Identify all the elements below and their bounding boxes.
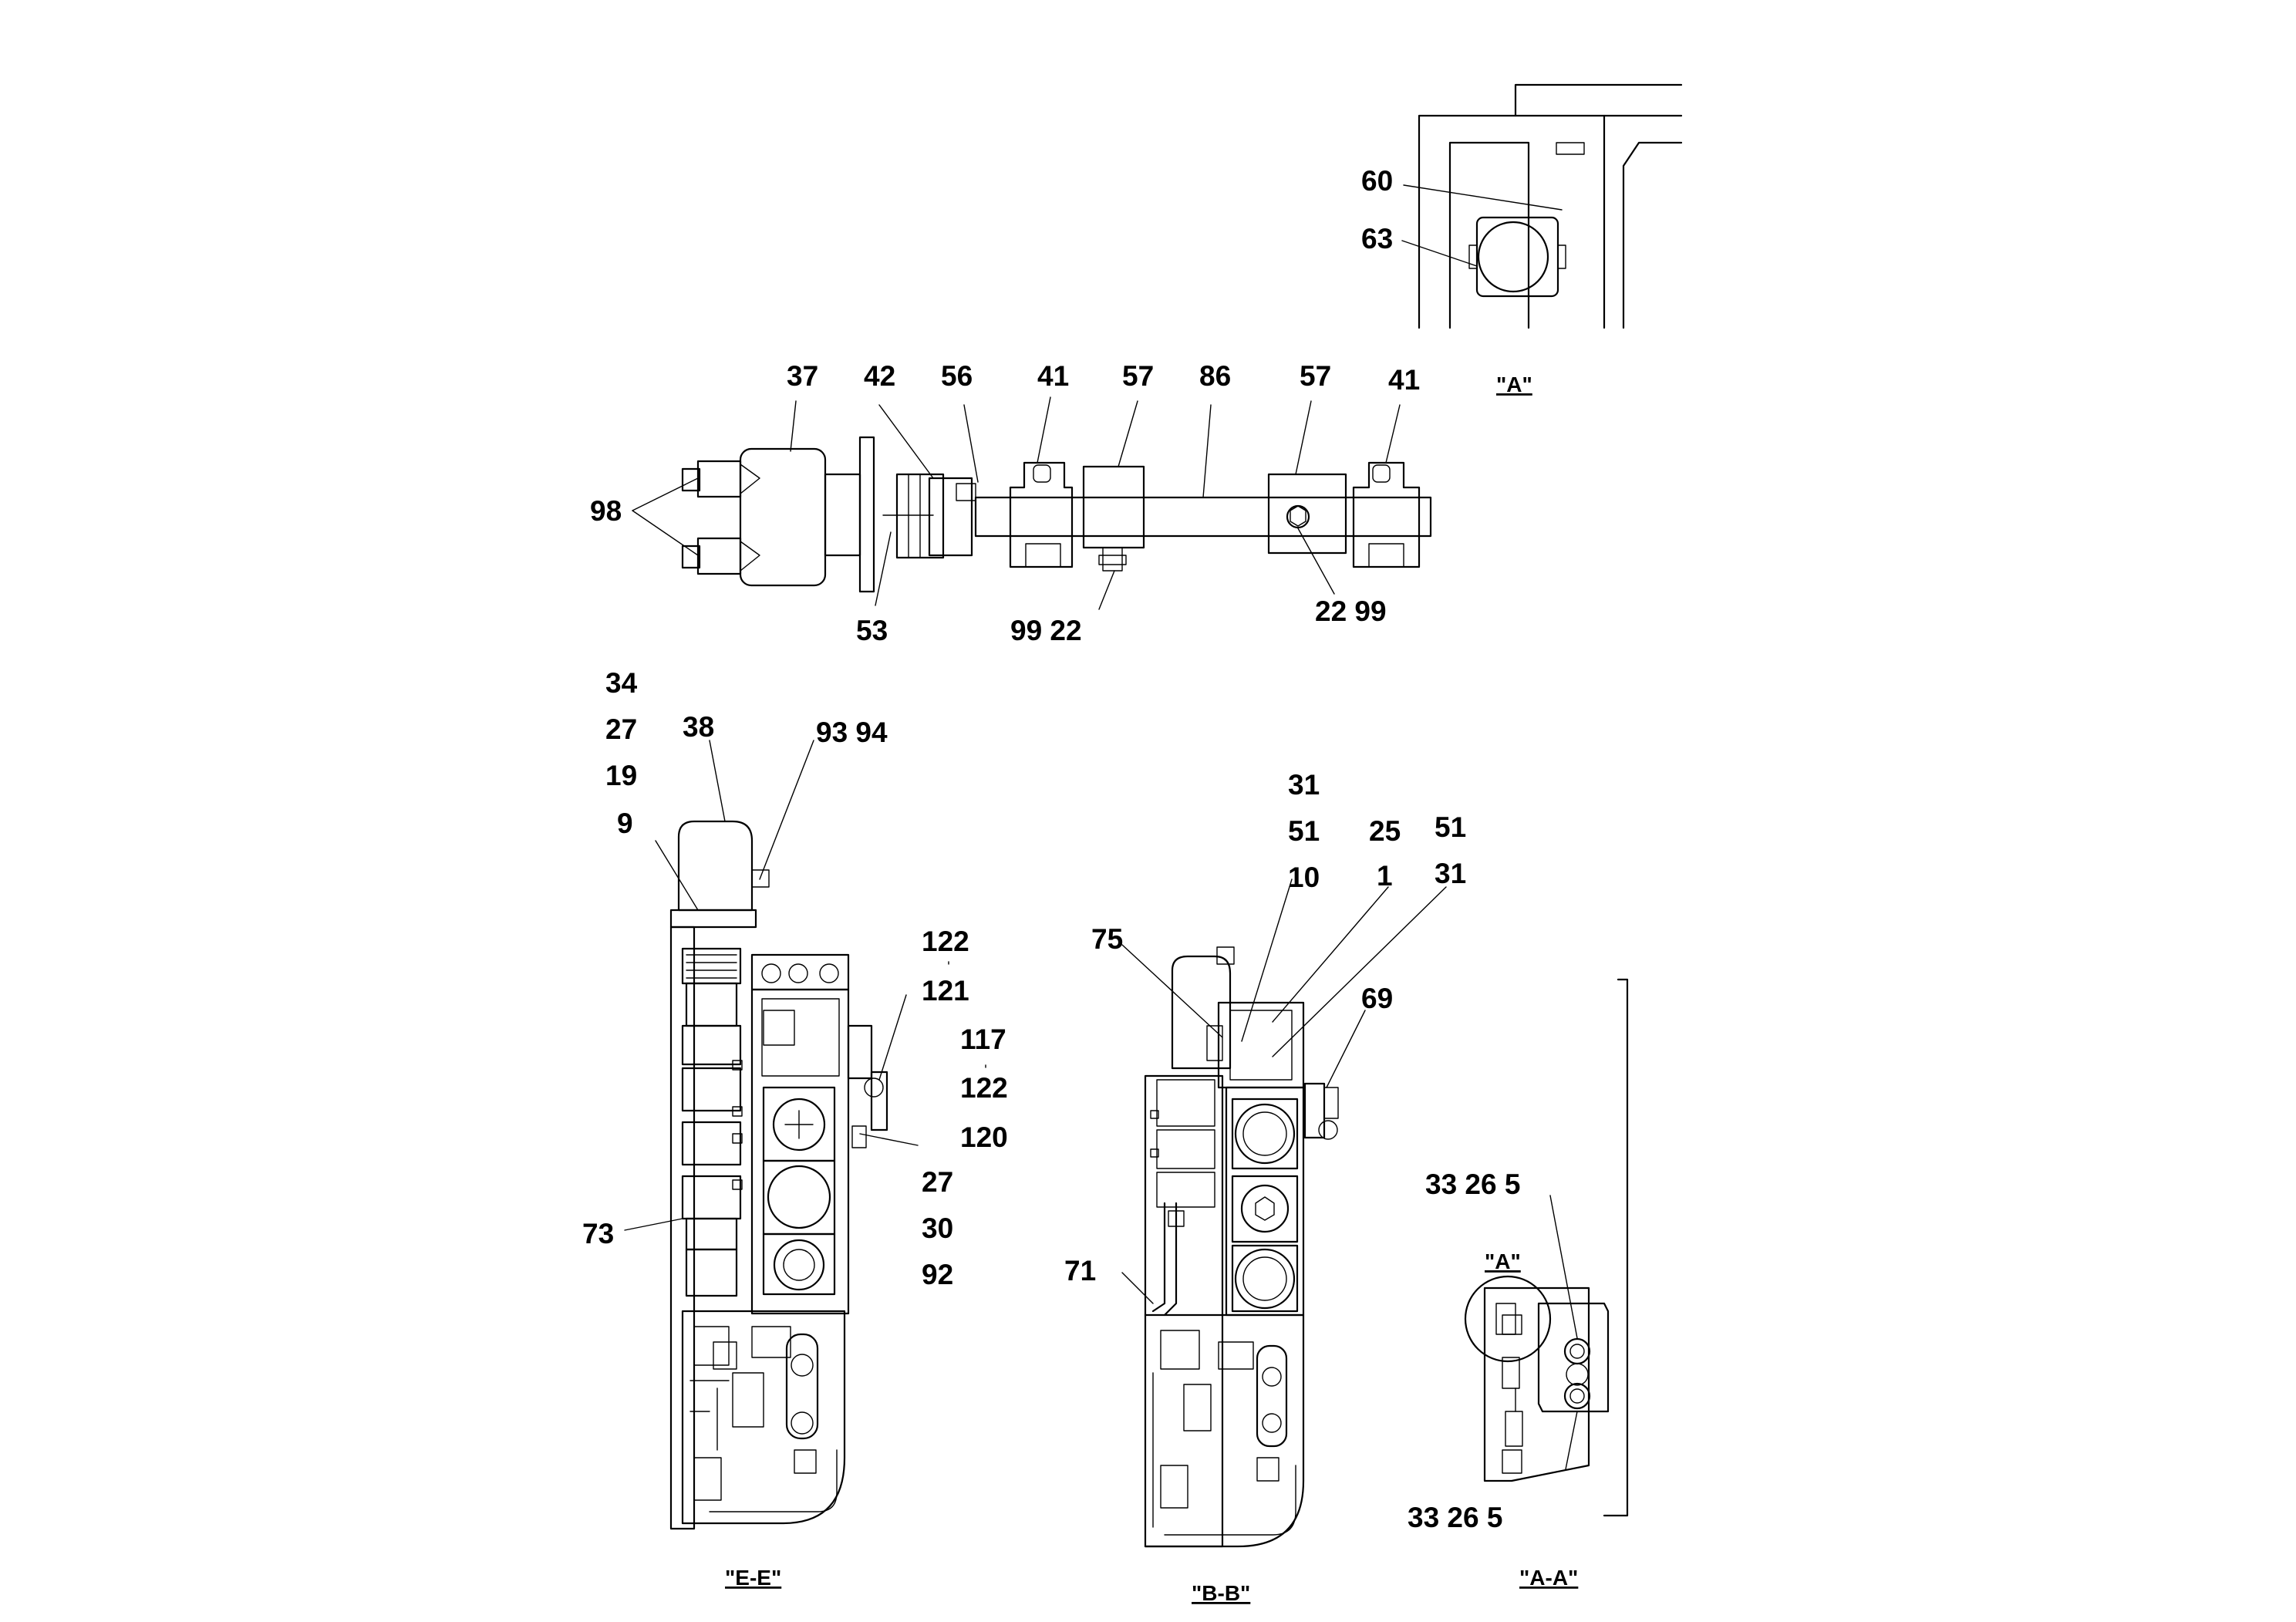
e-e-label-27-b: 27 (922, 1166, 953, 1198)
e-e-label-93-94: 93 94 (816, 717, 888, 748)
shaft-label-37: 37 (787, 360, 818, 392)
shaft-label-53: 53 (856, 615, 888, 646)
b-b-label-69: 69 (1361, 983, 1393, 1014)
b-b-label-10: 10 (1288, 862, 1320, 893)
b-b-title: "B-B" (1192, 1581, 1250, 1605)
b-b-label-71: 71 (1064, 1255, 1096, 1286)
shaft-label-56: 56 (941, 360, 973, 392)
a-a-detail-a-ref: "A" (1485, 1249, 1521, 1273)
shaft-label-41-left: 41 (1037, 360, 1069, 392)
b-b-label-25: 25 (1369, 815, 1401, 847)
section-e-e-view: 34 27 19 9 38 93 94 122 121 117 122 120 … (582, 667, 1008, 1590)
detail-a-view: 60 63 "A" (1361, 83, 1683, 396)
e-e-label-27: 27 (605, 713, 637, 745)
e-e-label-121: 121 (922, 975, 969, 1007)
e-e-label-122-b: 122 (960, 1072, 1008, 1104)
a-a-label-33-26-5-top: 33 26 5 (1425, 1168, 1520, 1200)
e-e-label-73: 73 (582, 1218, 614, 1249)
shaft-label-86: 86 (1199, 360, 1231, 392)
e-e-label-30: 30 (922, 1212, 953, 1244)
e-e-label-92: 92 (922, 1259, 953, 1290)
e-e-label-117: 117 (960, 1023, 1006, 1055)
shaft-label-99-22: 99 22 (1010, 615, 1082, 646)
section-a-a-view: 33 26 5 "A" 33 26 5 "A-A" (1408, 978, 1629, 1590)
b-b-label-1: 1 (1377, 860, 1393, 892)
shaft-label-57-right: 57 (1300, 360, 1331, 392)
e-e-label-122-a: 122 (922, 926, 969, 957)
shaft-label-41-right: 41 (1388, 364, 1420, 396)
e-e-label-34: 34 (605, 667, 638, 699)
e-e-label-19: 19 (605, 760, 637, 791)
a-a-label-33-26-5-bottom: 33 26 5 (1408, 1502, 1502, 1533)
detail-a-title: "A" (1496, 373, 1532, 396)
b-b-label-31: 31 (1288, 769, 1320, 801)
e-e-label-38: 38 (683, 711, 714, 743)
section-b-b-view: 31 51 10 25 1 51 31 75 69 71 "B-B" (1064, 769, 1466, 1605)
b-b-label-31-b: 31 (1435, 858, 1466, 889)
e-e-title: "E-E" (725, 1566, 781, 1590)
b-b-label-75: 75 (1091, 923, 1123, 955)
shaft-label-57-left: 57 (1122, 360, 1154, 392)
detail-a-label-60: 60 (1361, 165, 1393, 197)
a-a-title: "A-A" (1519, 1566, 1578, 1590)
shaft-label-22-99: 22 99 (1315, 595, 1387, 627)
shaft-assembly-view: 37 42 56 41 57 86 57 41 98 53 99 22 22 9… (590, 360, 1432, 646)
e-e-label-120: 120 (960, 1121, 1008, 1153)
b-b-label-51: 51 (1288, 815, 1320, 847)
e-e-label-9: 9 (617, 808, 633, 839)
shaft-label-42: 42 (864, 360, 895, 392)
shaft-label-98: 98 (590, 495, 622, 527)
b-b-label-51-b: 51 (1435, 811, 1466, 843)
detail-a-label-63: 63 (1361, 223, 1393, 255)
